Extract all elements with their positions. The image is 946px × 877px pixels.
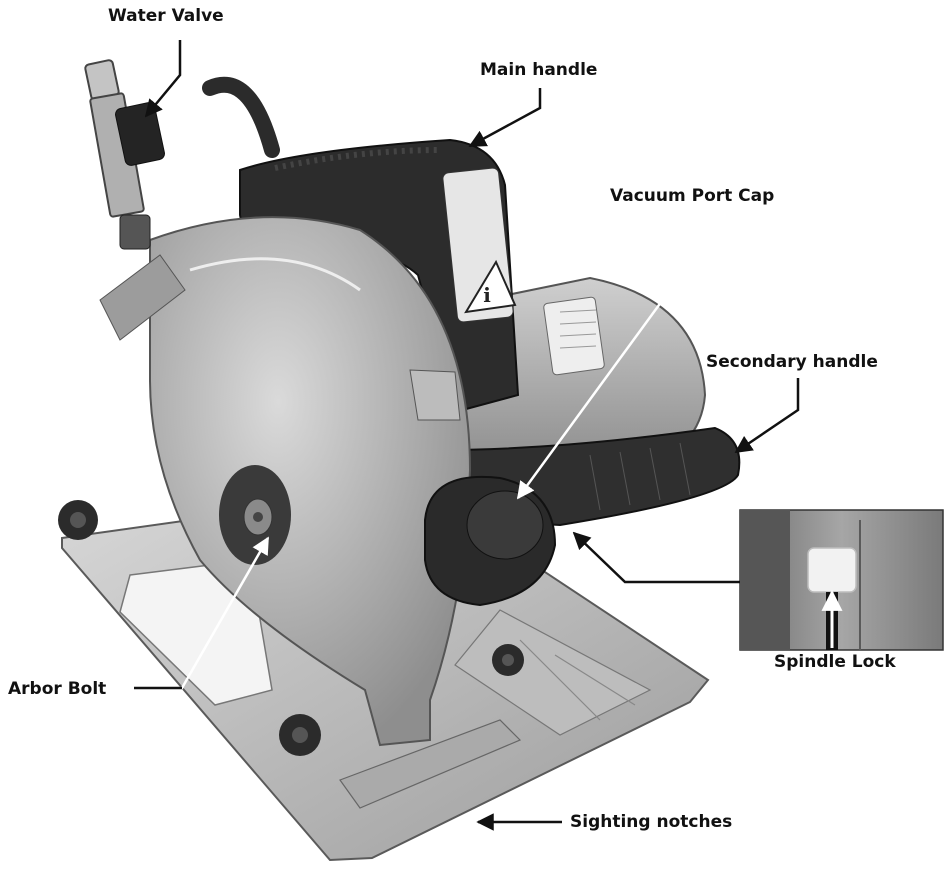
leader-main-handle (468, 88, 542, 148)
svg-text:i: i (483, 283, 491, 307)
callout-vacuum-port-cap: Vacuum Port Cap (610, 186, 775, 206)
power-cord (202, 76, 280, 158)
knob-front-left (58, 500, 98, 540)
blade-guard (99, 216, 472, 747)
water-valve-shape (84, 59, 165, 250)
spindle-column (409, 369, 461, 421)
leader-vacuum-port-cap (516, 212, 688, 500)
vacuum-port-cap-shape (424, 476, 557, 607)
callout-main-handle: Main handle (480, 60, 598, 80)
knob-front-bottom (279, 714, 321, 756)
callout-secondary-handle: Secondary handle (706, 352, 878, 372)
callout-spindle-lock: Spindle Lock (774, 652, 896, 672)
leader-inset-connector (572, 531, 740, 584)
leader-secondary-handle (734, 378, 800, 454)
callout-water-valve: Water Valve (108, 6, 224, 26)
spindle-lock-inset (739, 509, 944, 651)
callout-sighting-notches: Sighting notches (570, 812, 733, 832)
knob-rear-right (492, 644, 524, 676)
callout-arbor-bolt: Arbor Bolt (8, 679, 107, 699)
leader-lines (134, 40, 843, 831)
leader-water-valve (144, 40, 182, 118)
